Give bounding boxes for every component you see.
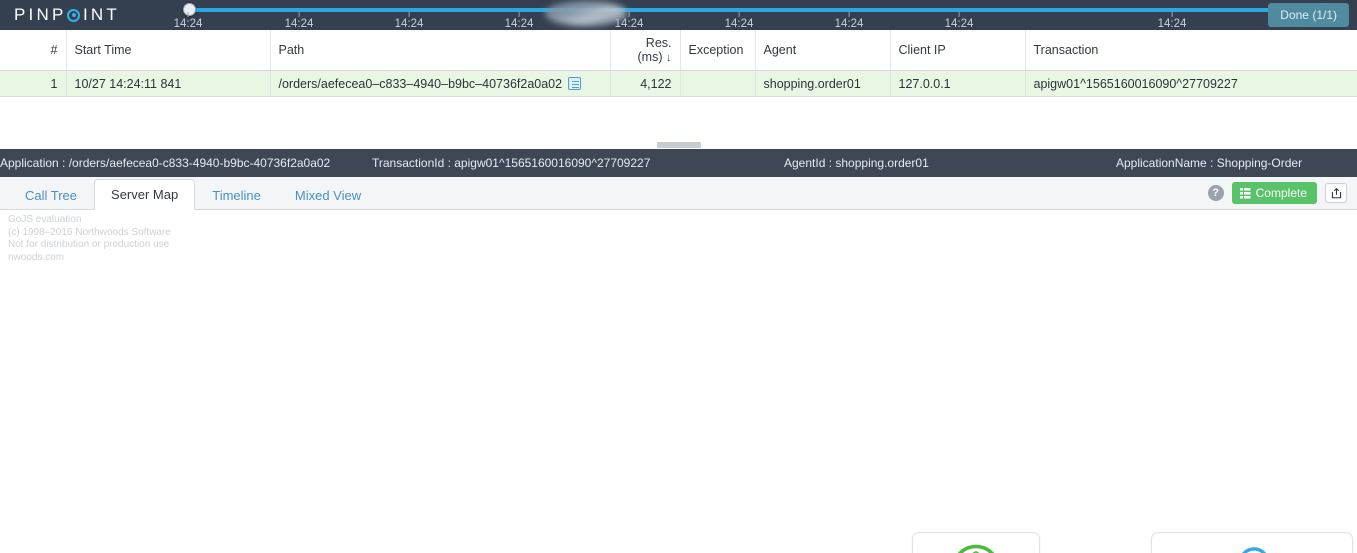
cell-num: 1	[0, 70, 67, 97]
transaction-detail-icon[interactable]	[568, 77, 582, 90]
cell-path-text: /orders/aefecea0–c833–4940–b9bc–40736f2a…	[278, 76, 563, 91]
column-header-transaction[interactable]: Transaction	[1025, 30, 1357, 71]
info-transaction-id: TransactionId : apigw01^1565160016090^27…	[372, 156, 651, 170]
column-header-exception[interactable]: Exception	[680, 30, 756, 71]
tab-call-tree[interactable]: Call Tree	[25, 188, 78, 203]
transaction-info-bar: Application : /orders/aefecea0-c833-4940…	[0, 149, 1357, 177]
gojs-watermark: GoJS evaluation (c) 1998–2016 Northwoods…	[8, 214, 171, 263]
detail-tab-bar: Call Tree Server Map Timeline Mixed View…	[0, 177, 1357, 210]
cell-path: /orders/aefecea0–c833–4940–b9bc–40736f2a…	[270, 70, 611, 97]
timeline-tick: 14:24	[834, 12, 864, 31]
timeline-tick: 14:24	[504, 12, 534, 31]
timeline-tick: 14:24	[394, 12, 424, 31]
table-empty-area	[0, 97, 1357, 143]
brand-text-pre: PINP	[14, 5, 67, 24]
timeline-tick: 14:24	[944, 12, 974, 31]
timeline-handle-left[interactable]	[183, 3, 196, 16]
column-header-agent[interactable]: Agent	[755, 30, 891, 71]
table-row[interactable]: 1 10/27 14:24:11 841 /orders/aefecea0–c8…	[0, 70, 1357, 97]
column-header-num[interactable]: #	[0, 30, 67, 71]
brand-text-post: INT	[82, 5, 120, 24]
tickmark	[187, 12, 189, 17]
done-button[interactable]: Done (1/1)	[1268, 3, 1349, 27]
info-application: Application : /orders/aefecea0-c833-4940…	[0, 156, 331, 170]
info-application-name: ApplicationName : Shopping-Order	[1116, 156, 1303, 170]
timeline-slider[interactable]: 14:24 14:24 14:24 14:24 14:24 14:24 14:2…	[150, 0, 1357, 30]
timeline-tick: 14:24	[173, 12, 203, 31]
column-header-path[interactable]: Path	[270, 30, 611, 71]
tick-label: 14:24	[834, 18, 864, 30]
column-header-client-ip[interactable]: Client IP	[890, 30, 1026, 71]
node-shopping-payment[interactable]: Shopping-Payment	[912, 532, 1040, 553]
panel-splitter[interactable]	[0, 142, 1357, 149]
tickmark	[738, 12, 740, 17]
tickmark	[518, 12, 520, 17]
transaction-table: # Start Time Path Res. (ms) ↓ Exception …	[0, 30, 1357, 97]
tickmark	[298, 12, 300, 17]
tickmark	[408, 12, 410, 17]
tick-label: 14:24	[1157, 18, 1187, 30]
pinpoint-logo: PINP INT	[0, 5, 150, 25]
timeline-tick: 14:24	[284, 12, 314, 31]
tickmark	[958, 12, 960, 17]
tab-mixed-view[interactable]: Mixed View	[294, 188, 362, 203]
tick-label: 14:24	[284, 18, 314, 30]
tickmark	[628, 12, 630, 17]
tick-label: 14:24	[614, 18, 644, 30]
tick-label: 14:24	[173, 18, 203, 30]
tab-timeline[interactable]: Timeline	[212, 188, 261, 203]
obscured-tooltip-overlay	[545, 1, 627, 26]
column-header-res-ms-label: Res. (ms)	[637, 36, 672, 64]
node-vendor-payment-card[interactable]: ? vendor.payment.card.com:8179	[1151, 532, 1353, 553]
cell-exception	[680, 70, 756, 97]
sort-descending-icon: ↓	[666, 52, 672, 64]
tick-label: 14:24	[944, 18, 974, 30]
tick-label: 14:24	[724, 18, 754, 30]
cell-start-time: 10/27 14:24:11 841	[66, 70, 271, 97]
tickmark	[1171, 12, 1173, 17]
cell-transaction: apigw01^1565160016090^27709227	[1025, 70, 1357, 97]
cell-client-ip: 127.0.0.1	[890, 70, 1026, 97]
tick-label: 14:24	[504, 18, 534, 30]
export-icon[interactable]	[1325, 183, 1347, 203]
table-header-row: # Start Time Path Res. (ms) ↓ Exception …	[0, 30, 1357, 71]
timeline-tick: 14:24	[724, 12, 754, 31]
splitter-grip[interactable]	[657, 142, 701, 148]
server-map-canvas[interactable]: GoJS evaluation (c) 1998–2016 Northwoods…	[0, 210, 1357, 553]
tick-label: 14:24	[394, 18, 424, 30]
column-header-start-time[interactable]: Start Time	[66, 30, 271, 71]
timeline-track[interactable]	[188, 8, 1323, 12]
info-agent-id: AgentId : shopping.order01	[784, 156, 929, 170]
spring-boot-icon	[949, 542, 1003, 553]
tab-server-map[interactable]: Server Map	[94, 179, 196, 210]
server-map-edges	[0, 210, 1357, 553]
pinpoint-o-icon	[67, 8, 81, 22]
cloud-unknown-icon: ?	[1221, 542, 1283, 553]
status-badge-label: Complete	[1255, 186, 1307, 200]
timeline-tick: 14:24	[614, 12, 644, 31]
top-bar: PINP INT 14:24 14:24 14:24 14:24 14:24 14…	[0, 0, 1357, 30]
help-icon[interactable]: ?	[1207, 185, 1224, 201]
status-badge-complete[interactable]: Complete	[1231, 182, 1317, 204]
cell-res-ms: 4,122	[610, 70, 681, 97]
cell-agent: shopping.order01	[755, 70, 891, 97]
tickmark	[848, 12, 850, 17]
timeline-tick: 14:24	[1157, 12, 1187, 31]
column-header-res-ms[interactable]: Res. (ms) ↓	[610, 30, 681, 71]
list-icon	[1239, 187, 1251, 199]
